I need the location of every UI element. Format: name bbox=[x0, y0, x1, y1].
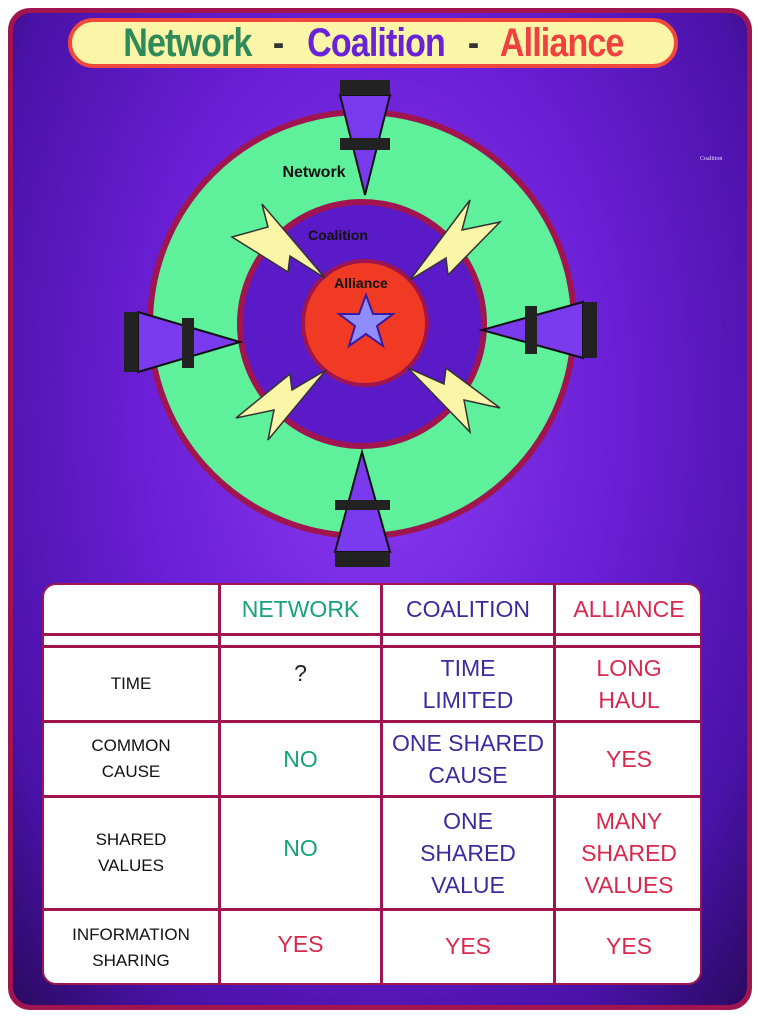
cell-network-time: ? bbox=[294, 660, 307, 686]
lightning-arrow-icon bbox=[409, 199, 503, 281]
arrow-right-icon bbox=[124, 310, 244, 374]
divider bbox=[380, 585, 383, 983]
divider bbox=[44, 795, 700, 798]
divider bbox=[44, 908, 700, 911]
cell-alliance-shared-values: MANY SHARED VALUES bbox=[581, 808, 677, 898]
header-coalition: COALITION bbox=[406, 595, 530, 622]
header-alliance: ALLIANCE bbox=[573, 595, 685, 622]
lightning-arrow-icon bbox=[407, 366, 501, 435]
divider bbox=[44, 720, 700, 723]
title-alliance: Alliance bbox=[499, 20, 624, 65]
cell-coalition-time: TIME LIMITED bbox=[422, 655, 514, 713]
divider bbox=[44, 645, 700, 648]
header-network: NETWORK bbox=[241, 595, 360, 622]
cell-coalition-shared-values: ONE SHARED VALUE bbox=[420, 808, 516, 898]
row-label-common-cause: COMMON CAUSE bbox=[91, 736, 171, 781]
row-label-shared-values: SHARED VALUES bbox=[95, 830, 167, 875]
cell-network-common-cause: NO bbox=[283, 746, 318, 772]
arrow-down-icon bbox=[338, 80, 392, 196]
concentric-diagram: Network Coalition Alliance bbox=[124, 80, 597, 567]
lightning-arrow-icon bbox=[235, 369, 327, 441]
cell-coalition-information-sharing: YES bbox=[444, 933, 492, 959]
title-coalition: Coalition bbox=[306, 20, 446, 65]
star-icon bbox=[336, 292, 396, 349]
title-network: Network bbox=[122, 20, 252, 65]
cell-alliance-information-sharing: YES bbox=[605, 933, 653, 959]
lightning-arrow-icon bbox=[230, 203, 326, 279]
row-label-time: TIME bbox=[110, 674, 152, 693]
cell-network-shared-values: NO bbox=[283, 835, 318, 861]
cell-alliance-time: LONG HAUL bbox=[596, 655, 662, 713]
arrow-left-icon bbox=[478, 300, 597, 360]
row-label-information-sharing: INFORMATION SHARING bbox=[72, 925, 190, 970]
divider bbox=[218, 585, 221, 983]
cell-alliance-common-cause: YES bbox=[605, 746, 653, 772]
arrow-up-icon bbox=[333, 448, 392, 567]
divider bbox=[44, 633, 700, 636]
corner-note: Coalition bbox=[700, 156, 723, 162]
comparison-table: NETWORK COALITION ALLIANCE TIME ? TIME L… bbox=[42, 583, 702, 985]
title-dash: - bbox=[467, 20, 479, 65]
coalition-label: Coalition bbox=[308, 227, 368, 243]
network-label: Network bbox=[282, 164, 345, 181]
poster-title: Network - Coalition - Alliance bbox=[68, 18, 678, 68]
divider bbox=[553, 585, 556, 983]
cell-coalition-common-cause: ONE SHARED CAUSE bbox=[391, 730, 545, 788]
title-dash: - bbox=[273, 20, 284, 65]
cell-network-information-sharing: YES bbox=[277, 931, 324, 957]
alliance-label: Alliance bbox=[334, 275, 388, 291]
